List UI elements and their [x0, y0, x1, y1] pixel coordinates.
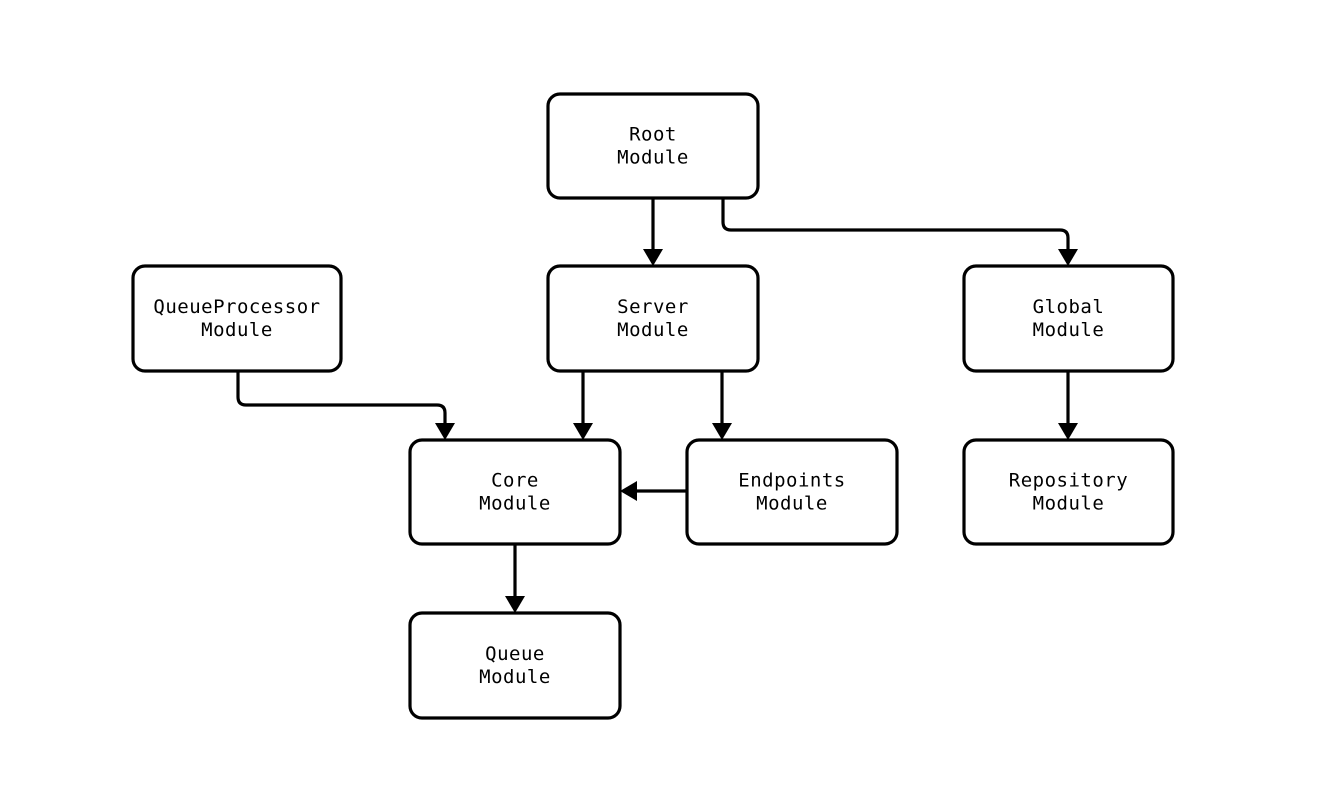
edge-core-to-queue — [505, 544, 525, 613]
node-label-line2: Module — [1033, 319, 1105, 341]
node-label-line2: Module — [479, 666, 551, 688]
arrowhead-icon — [620, 481, 637, 501]
node-label-line2: Module — [1033, 493, 1105, 515]
node-box[interactable] — [546, 92, 760, 200]
arrowhead-icon — [712, 423, 732, 440]
node-box[interactable] — [546, 264, 760, 373]
edge-server-to-core — [573, 371, 593, 440]
arrowhead-icon — [435, 423, 455, 440]
nodes-layer: RootModuleQueueProcessorModuleServerModu… — [131, 92, 1175, 720]
node-box[interactable] — [962, 264, 1175, 373]
edge-endpoints-to-core — [620, 481, 687, 501]
node-label-line2: Module — [756, 493, 828, 515]
node-label-line1: Server — [617, 296, 689, 318]
edge-server-to-endpoints — [712, 371, 732, 440]
node-label-line1: Core — [491, 470, 539, 492]
node-box[interactable] — [408, 438, 622, 546]
node-label-line1: Endpoints — [738, 470, 845, 492]
node-label-line2: Module — [617, 147, 689, 169]
arrowhead-icon — [1058, 249, 1078, 266]
arrowhead-icon — [1058, 423, 1078, 440]
node-label-line1: QueueProcessor — [153, 296, 320, 318]
node-label-line1: Global — [1033, 296, 1105, 318]
node-label-line1: Queue — [485, 643, 545, 665]
node-box[interactable] — [131, 264, 343, 373]
arrowhead-icon — [643, 249, 663, 266]
edge-global-to-repository — [1058, 371, 1078, 440]
edge-queueprocessor-to-core — [236, 371, 455, 440]
edge-root-to-server — [643, 198, 663, 266]
edge-line — [236, 371, 447, 425]
arrowhead-icon — [573, 423, 593, 440]
node-label-line2: Module — [201, 319, 273, 341]
node-box[interactable] — [685, 438, 899, 546]
node-label-line2: Module — [617, 319, 689, 341]
arrowhead-icon — [505, 596, 525, 613]
node-label-line1: Repository — [1009, 470, 1128, 492]
node-label-line2: Module — [479, 493, 551, 515]
edges-layer — [236, 198, 1078, 613]
node-box[interactable] — [962, 438, 1175, 546]
edge-root-to-global — [721, 198, 1078, 266]
node-label-line1: Root — [629, 124, 677, 146]
node-box[interactable] — [408, 611, 622, 720]
edge-line — [721, 198, 1070, 251]
